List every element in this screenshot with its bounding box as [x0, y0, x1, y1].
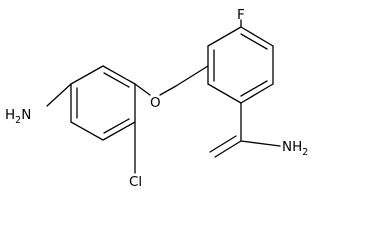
amine-n: N: [21, 107, 31, 123]
bond-b6-b1: [207, 83, 242, 104]
bond-a4-a5: [70, 121, 104, 141]
molecule-diagram: F O H2N Cl NH2: [5, 7, 308, 189]
chlorine-label: Cl: [129, 174, 142, 189]
amide-nh: NH: [282, 139, 302, 155]
amine-h-count: 2: [15, 115, 21, 126]
double-bond-carbonyl-o: [209, 135, 237, 153]
bond-oxygen-ch2: [159, 85, 177, 96]
bond-b3-b4: [240, 26, 274, 47]
double-bond-b5-b6: [240, 80, 268, 97]
bond-ch2-ring-b: [175, 65, 209, 87]
double-bond-b3-b4: [240, 33, 268, 50]
bond-a1-a2: [102, 65, 136, 85]
bond-b2-b3: [207, 26, 242, 47]
double-bond-a3-a4: [103, 118, 130, 134]
fluorine-label: F: [237, 7, 245, 23]
double-bond-a1-a2: [103, 72, 130, 88]
ether-oxygen-label: O: [150, 95, 161, 111]
bond-a2-oxygen: [134, 83, 151, 96]
bond-carbonyl-n: [240, 140, 281, 147]
bond-b5-b6: [240, 83, 274, 104]
amide-label: NH2: [282, 139, 308, 158]
bond-carbonyl-o: [214, 140, 242, 158]
amide-h-count: 2: [302, 147, 308, 158]
amine-label: H2N: [5, 107, 31, 126]
bond-a6-a1: [70, 65, 104, 85]
ring-fluorobenzamide: [207, 26, 274, 104]
amine-h: H: [5, 107, 15, 123]
bond-a6-amine: [46, 83, 72, 107]
ring-aminochlorophenyl: [70, 65, 136, 141]
molecule-svg: F O H2N Cl NH2: [5, 7, 308, 189]
bond-a3-a4: [102, 121, 136, 141]
